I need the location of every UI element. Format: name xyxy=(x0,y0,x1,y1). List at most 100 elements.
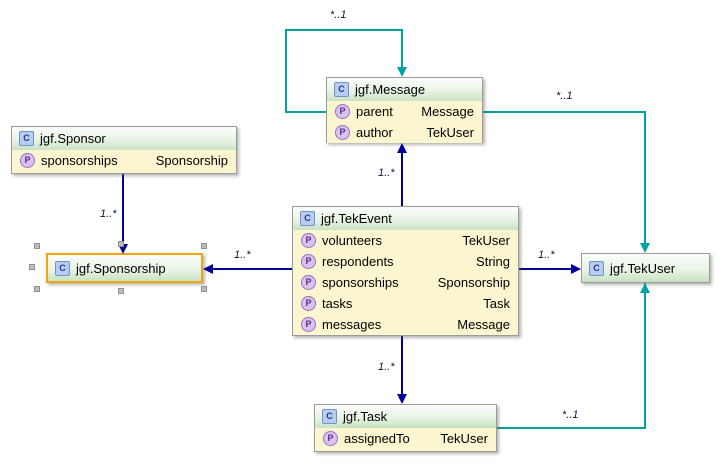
property-icon: P xyxy=(301,233,316,248)
edge-message-self-segment[interactable] xyxy=(285,111,326,113)
class-body: P sponsorships Sponsorship xyxy=(12,150,236,171)
class-icon: C xyxy=(589,260,604,276)
multiplicity-label[interactable]: 1..* xyxy=(234,249,251,261)
class-box-tekuser[interactable]: C jgf.TekUser xyxy=(581,253,710,283)
property-type: String xyxy=(476,254,510,269)
class-title: jgf.Message xyxy=(355,82,426,97)
class-header[interactable]: C jgf.Sponsorship xyxy=(48,255,201,281)
property-icon: P xyxy=(20,153,35,168)
property-row[interactable]: P assignedTo TekUser xyxy=(315,428,496,449)
edge-message-self-segment[interactable] xyxy=(285,29,287,113)
property-name: sponsorships xyxy=(322,275,399,290)
class-box-sponsor[interactable]: C jgf.Sponsor P sponsorships Sponsorship xyxy=(11,126,237,174)
edge-tekevent-sponsorship-segment[interactable] xyxy=(212,268,292,270)
class-body: P assignedTo TekUser xyxy=(315,428,496,449)
class-body: P parent Message P author TekUser xyxy=(327,101,482,143)
property-row[interactable]: P sponsorships Sponsorship xyxy=(293,272,518,293)
class-title: jgf.TekUser xyxy=(610,260,676,276)
edge-task-tekuser-arrowhead xyxy=(640,283,650,293)
multiplicity-label[interactable]: *..1 xyxy=(562,409,579,421)
property-type: TekUser xyxy=(462,233,510,248)
multiplicity-label[interactable]: *..1 xyxy=(330,9,347,21)
class-box-tekevent[interactable]: C jgf.TekEvent P volunteers TekUser P re… xyxy=(292,206,519,336)
class-header[interactable]: C jgf.Task xyxy=(315,405,496,428)
property-icon: P xyxy=(301,275,316,290)
class-title: jgf.TekEvent xyxy=(321,211,392,226)
selection-handle[interactable] xyxy=(118,241,124,247)
class-icon: C xyxy=(322,409,337,424)
property-row[interactable]: P parent Message xyxy=(327,101,482,122)
property-icon: P xyxy=(335,125,350,140)
edge-tekevent-task-segment[interactable] xyxy=(401,336,403,395)
multiplicity-label[interactable]: 1..* xyxy=(378,361,395,373)
property-row[interactable]: P sponsorships Sponsorship xyxy=(12,150,236,171)
edge-message-self-arrowhead xyxy=(397,67,407,77)
property-row[interactable]: P author TekUser xyxy=(327,122,482,143)
edge-tekevent-message-segment[interactable] xyxy=(401,152,403,206)
class-header[interactable]: C jgf.Sponsor xyxy=(12,127,236,150)
property-name: tasks xyxy=(322,296,353,311)
multiplicity-label[interactable]: 1..* xyxy=(378,167,395,179)
edge-tekevent-tekuser-arrowhead xyxy=(571,264,581,274)
edge-message-tekuser-arrowhead xyxy=(640,243,650,253)
property-icon: P xyxy=(323,431,338,446)
edge-sponsor-sponsorship-arrowhead xyxy=(118,244,128,254)
property-name: volunteers xyxy=(322,233,382,248)
property-icon: P xyxy=(301,296,316,311)
property-type: Task xyxy=(483,296,510,311)
class-box-task[interactable]: C jgf.Task P assignedTo TekUser xyxy=(314,404,497,452)
class-box-sponsorship[interactable]: C jgf.Sponsorship xyxy=(46,253,203,283)
property-name: respondents xyxy=(322,254,394,269)
property-name: author xyxy=(356,125,393,140)
property-row[interactable]: P tasks Task xyxy=(293,293,518,314)
selection-handle[interactable] xyxy=(34,286,40,292)
class-box-message[interactable]: C jgf.Message P parent Message P author … xyxy=(326,77,483,143)
selection-handle[interactable] xyxy=(201,286,207,292)
class-body: P volunteers TekUser P respondents Strin… xyxy=(293,230,518,335)
edge-tekevent-tekuser-segment[interactable] xyxy=(519,268,572,270)
property-type: Message xyxy=(457,317,510,332)
property-icon: P xyxy=(335,104,350,119)
selection-handle[interactable] xyxy=(118,288,124,294)
property-type: TekUser xyxy=(440,431,488,446)
property-type: TekUser xyxy=(426,125,474,140)
edge-message-self-segment[interactable] xyxy=(401,29,403,68)
property-type: Sponsorship xyxy=(155,153,228,168)
property-type: Message xyxy=(421,104,474,119)
selection-handle[interactable] xyxy=(201,243,207,249)
selection-handle[interactable] xyxy=(34,243,40,249)
edge-sponsor-sponsorship-segment[interactable] xyxy=(122,174,124,245)
selection-handle[interactable] xyxy=(29,264,35,270)
edge-message-tekuser-segment[interactable] xyxy=(483,111,645,113)
property-row[interactable]: P respondents String xyxy=(293,251,518,272)
class-title: jgf.Task xyxy=(343,409,388,424)
multiplicity-label[interactable]: *..1 xyxy=(556,90,573,102)
class-title: jgf.Sponsor xyxy=(40,131,106,146)
class-header[interactable]: C jgf.Message xyxy=(327,78,482,101)
class-icon: C xyxy=(300,211,315,226)
edge-message-tekuser-segment[interactable] xyxy=(644,111,646,243)
multiplicity-label[interactable]: 1..* xyxy=(100,208,117,220)
class-header[interactable]: C jgf.TekEvent xyxy=(293,207,518,230)
edge-task-tekuser-segment[interactable] xyxy=(644,283,646,429)
property-icon: P xyxy=(301,317,316,332)
class-title: jgf.Sponsorship xyxy=(76,260,166,276)
edge-message-self-segment[interactable] xyxy=(285,29,403,31)
edge-tekevent-message-arrowhead xyxy=(397,143,407,153)
property-name: sponsorships xyxy=(41,153,118,168)
edge-tekevent-task-arrowhead xyxy=(397,394,407,404)
class-icon: C xyxy=(19,131,34,146)
property-row[interactable]: P messages Message xyxy=(293,314,518,335)
property-name: messages xyxy=(322,317,382,332)
class-icon: C xyxy=(334,82,349,97)
class-header[interactable]: C jgf.TekUser xyxy=(582,254,709,282)
property-name: parent xyxy=(356,104,393,119)
property-type: Sponsorship xyxy=(437,275,510,290)
property-name: assignedTo xyxy=(344,431,410,446)
property-row[interactable]: P volunteers TekUser xyxy=(293,230,518,251)
edge-task-tekuser-segment[interactable] xyxy=(497,427,645,429)
multiplicity-label[interactable]: 1..* xyxy=(538,249,555,261)
class-icon: C xyxy=(55,260,70,276)
property-icon: P xyxy=(301,254,316,269)
